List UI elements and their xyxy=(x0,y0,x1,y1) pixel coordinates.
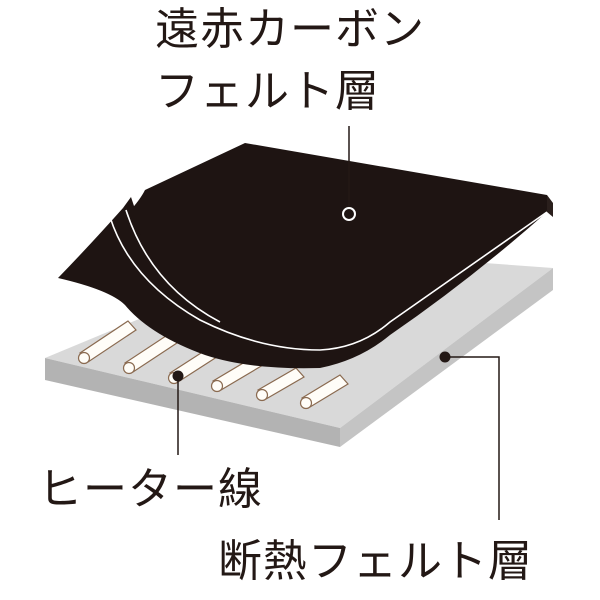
carbon-felt-label-line2: フェルト層 xyxy=(155,66,380,117)
heater-wire xyxy=(255,367,305,402)
leader-insulation-felt xyxy=(439,351,500,520)
heater-wire xyxy=(77,320,137,365)
leader-carbon-felt xyxy=(342,126,356,221)
insulation-felt-label: 断熱フェルト層 xyxy=(218,536,533,587)
heater-wire xyxy=(299,374,349,410)
carbon-felt-layer xyxy=(58,143,553,369)
leader-heater-wire xyxy=(172,370,184,455)
carbon-felt-label-line1: 遠赤カーボン xyxy=(155,4,425,55)
heater-wire xyxy=(122,329,184,375)
heater-wire-label: ヒーター線 xyxy=(38,464,263,515)
